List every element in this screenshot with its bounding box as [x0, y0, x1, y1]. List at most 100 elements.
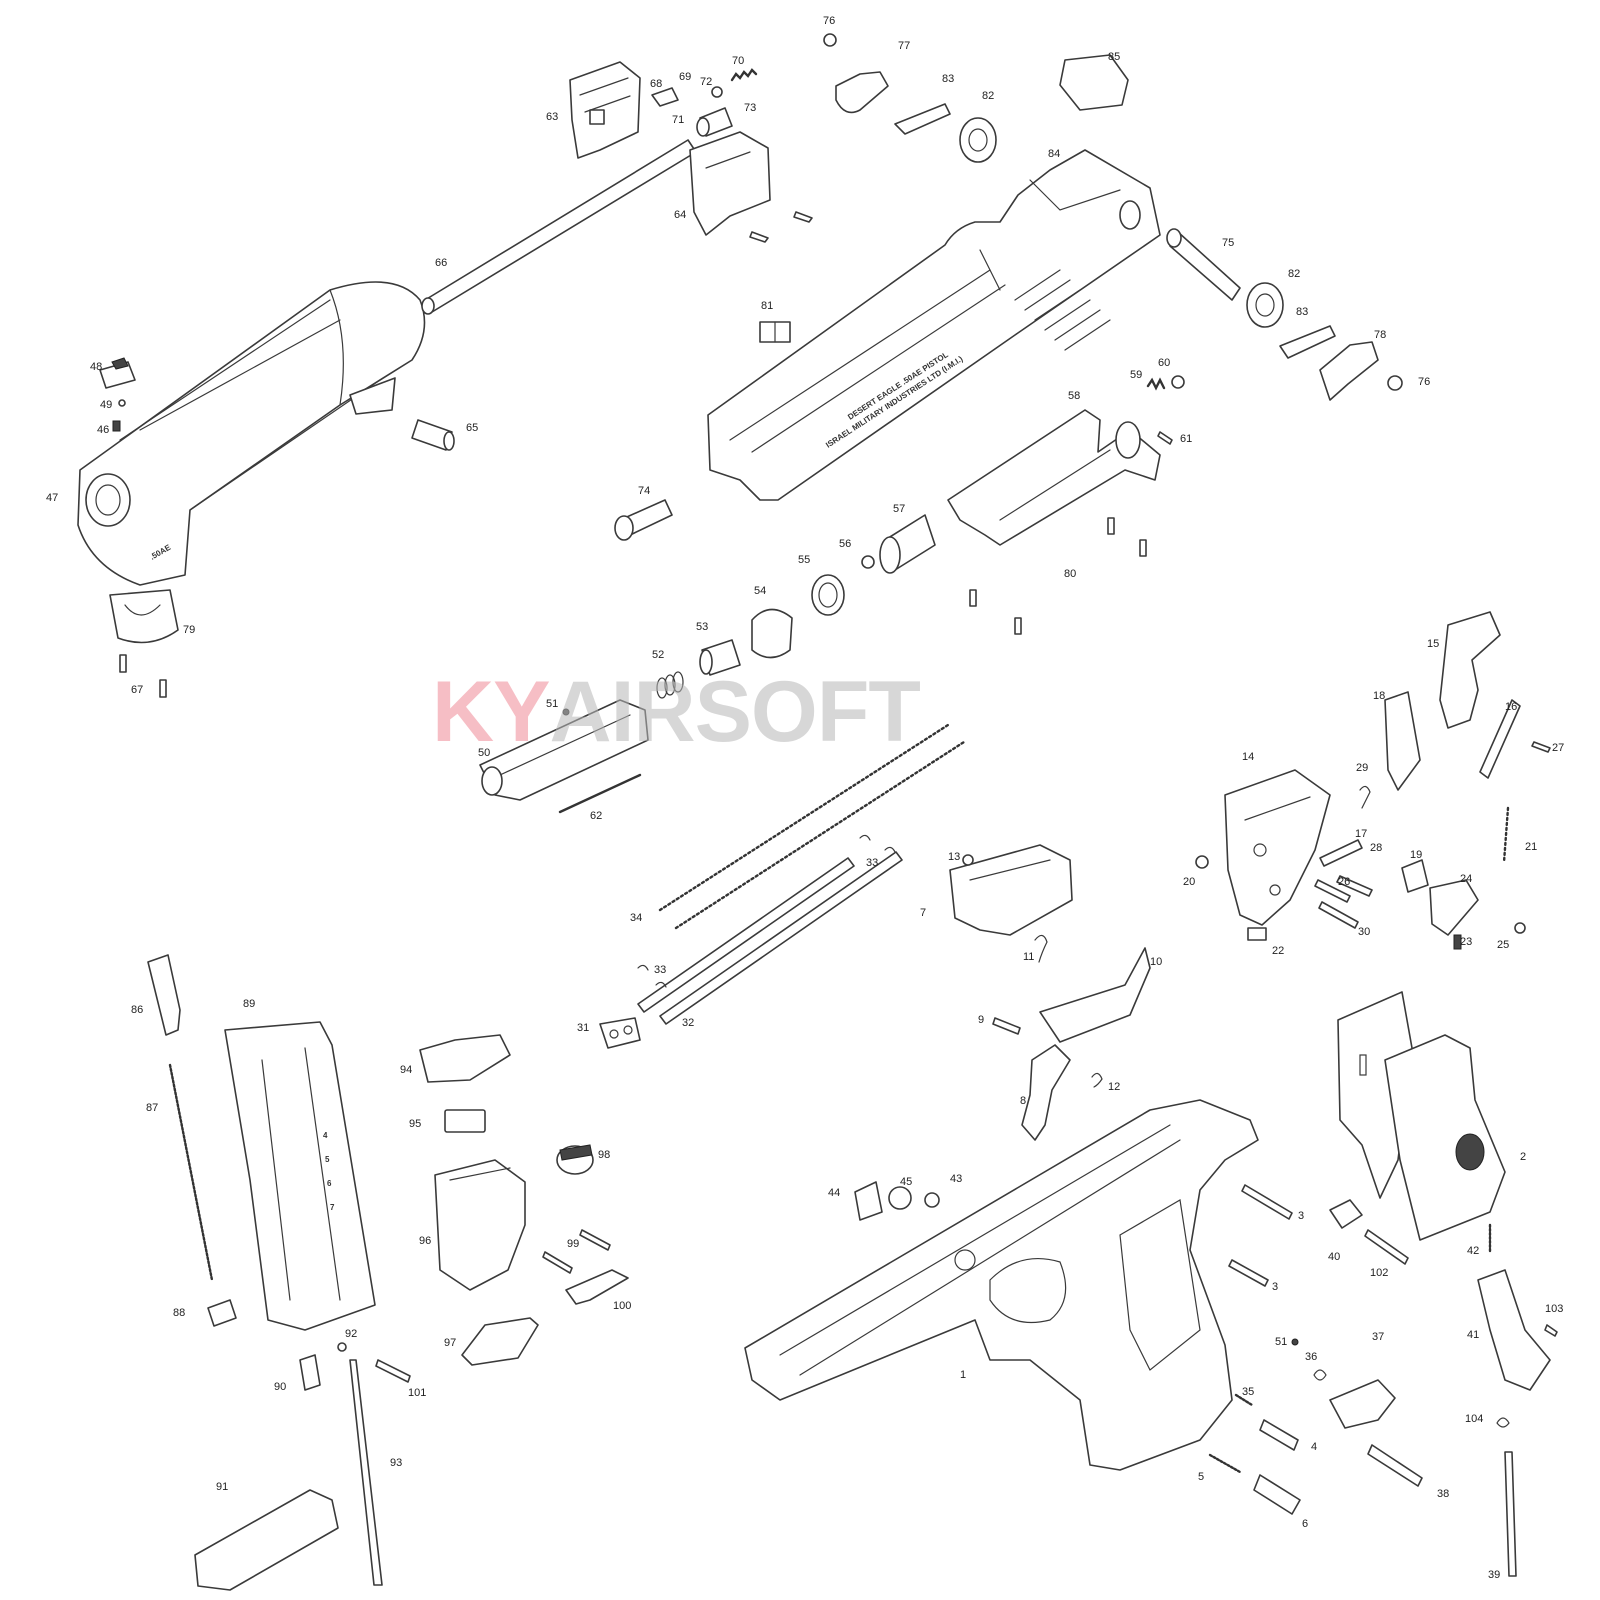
- pin-103: [1544, 1324, 1558, 1337]
- part-label-57: 57: [893, 503, 905, 515]
- frame-1: [744, 1099, 1259, 1471]
- part-label-84: 84: [1048, 148, 1060, 160]
- pin-26: [1314, 879, 1351, 903]
- spacer-65: [411, 419, 455, 451]
- part-label-49: 49: [100, 399, 112, 411]
- block-81: [759, 321, 791, 343]
- part-label-39: 39: [1488, 1569, 1500, 1581]
- part-label-75: 75: [1222, 237, 1234, 249]
- spring-35: [1234, 1393, 1254, 1407]
- part-label-94: 94: [400, 1064, 412, 1076]
- lever-37: [1329, 1379, 1396, 1429]
- screw-25: [1514, 922, 1526, 934]
- part-label-10: 10: [1150, 956, 1162, 968]
- clips-33a: [859, 834, 896, 853]
- ring-82b: [1246, 282, 1284, 328]
- part-label-98: 98: [598, 1149, 610, 1161]
- guide-rods-32: [637, 851, 903, 1025]
- part-label-87: 87: [146, 1102, 158, 1114]
- part-label-41: 41: [1467, 1329, 1479, 1341]
- valve-98: [556, 1144, 594, 1175]
- part-label-3b: 3: [1272, 1281, 1278, 1293]
- mag-mark-2: 6: [327, 1179, 332, 1188]
- spring-23: [1453, 934, 1462, 950]
- part-40: [1329, 1199, 1363, 1229]
- part-label-77: 77: [898, 40, 910, 52]
- safety-lever-77: [835, 71, 889, 114]
- pin-99a: [579, 1229, 611, 1251]
- screw-51a: [562, 708, 570, 716]
- part-label-48: 48: [90, 361, 102, 373]
- spring-21: [1502, 806, 1510, 864]
- part-label-40: 40: [1328, 1251, 1340, 1263]
- part-label-2: 2: [1520, 1151, 1526, 1163]
- pin-27: [1531, 741, 1551, 753]
- slide-84: DESERT EAGLE .50AE PISTOL ISRAEL MILITAR…: [707, 149, 1161, 501]
- clip-104: [1496, 1417, 1510, 1428]
- part-label-17: 17: [1355, 828, 1367, 840]
- valve-53: [699, 639, 741, 676]
- block-88: [207, 1299, 237, 1327]
- barrel-mount-79: [109, 589, 179, 644]
- piston-head-54: [751, 608, 793, 659]
- nozzle-housing-58: [947, 409, 1161, 546]
- part-label-82a: 82: [982, 90, 994, 102]
- part-label-35: 35: [1242, 1386, 1254, 1398]
- seal-95: [444, 1109, 486, 1133]
- rear-sight-48: [99, 357, 136, 389]
- hop-up-64: [689, 131, 771, 236]
- screw-51b: [1291, 1338, 1299, 1346]
- part-label-24: 24: [1460, 873, 1472, 885]
- mag-lip-94: [419, 1034, 511, 1083]
- o-ring-55: [811, 574, 845, 616]
- screws-80: [969, 517, 1147, 635]
- part-label-26: 26: [1338, 876, 1350, 888]
- part-label-16: 16: [1505, 701, 1517, 713]
- inner-barrel-66: [421, 139, 697, 315]
- trigger-housing-14: [1224, 769, 1331, 926]
- part-label-27: 27: [1552, 742, 1564, 754]
- part-label-50: 50: [478, 747, 490, 759]
- part-label-80: 80: [1064, 568, 1076, 580]
- mag-mark-3: 7: [330, 1203, 335, 1212]
- magazine-89: 4 5 6 7: [224, 1021, 376, 1331]
- sight-spring-46: [112, 420, 121, 432]
- part-label-96: 96: [419, 1235, 431, 1247]
- part-label-7: 7: [920, 907, 926, 919]
- part-label-63: 63: [546, 111, 558, 123]
- mag-catch-41: [1477, 1269, 1551, 1391]
- part-label-19: 19: [1410, 849, 1422, 861]
- pin-30: [1318, 901, 1359, 929]
- disconnector-19: [1401, 859, 1429, 893]
- cylinder-cap-57: [879, 514, 936, 574]
- part-label-76a: 76: [823, 15, 835, 27]
- pin-102: [1364, 1229, 1409, 1265]
- valve-housing-96: [434, 1159, 526, 1291]
- hop-spring-70: [730, 68, 758, 82]
- part-label-90: 90: [274, 1381, 286, 1393]
- part-label-86: 86: [131, 1004, 143, 1016]
- hop-arm-68: [651, 87, 679, 107]
- part-20: [1195, 855, 1209, 869]
- blowback-unit-50: [479, 699, 649, 801]
- part-label-67: 67: [131, 684, 143, 696]
- part-label-70: 70: [732, 55, 744, 67]
- recoil-springs-34: [658, 723, 966, 930]
- pin-9: [992, 1017, 1021, 1035]
- part-label-5: 5: [1198, 1471, 1204, 1483]
- outer-barrel-47: .50AE: [77, 281, 426, 586]
- part-60: [1171, 375, 1185, 389]
- hop-roller-72: [711, 86, 723, 98]
- part-label-60: 60: [1158, 357, 1170, 369]
- part-label-47: 47: [46, 492, 58, 504]
- part-label-83a: 83: [942, 73, 954, 85]
- follower-86: [147, 954, 181, 1036]
- part-label-52: 52: [652, 649, 664, 661]
- part-label-45: 45: [900, 1176, 912, 1188]
- part-label-32: 32: [682, 1017, 694, 1029]
- spring-36: [1313, 1369, 1327, 1381]
- screw-56: [861, 555, 875, 569]
- ring-82a: [959, 117, 997, 163]
- part-label-65: 65: [466, 422, 478, 434]
